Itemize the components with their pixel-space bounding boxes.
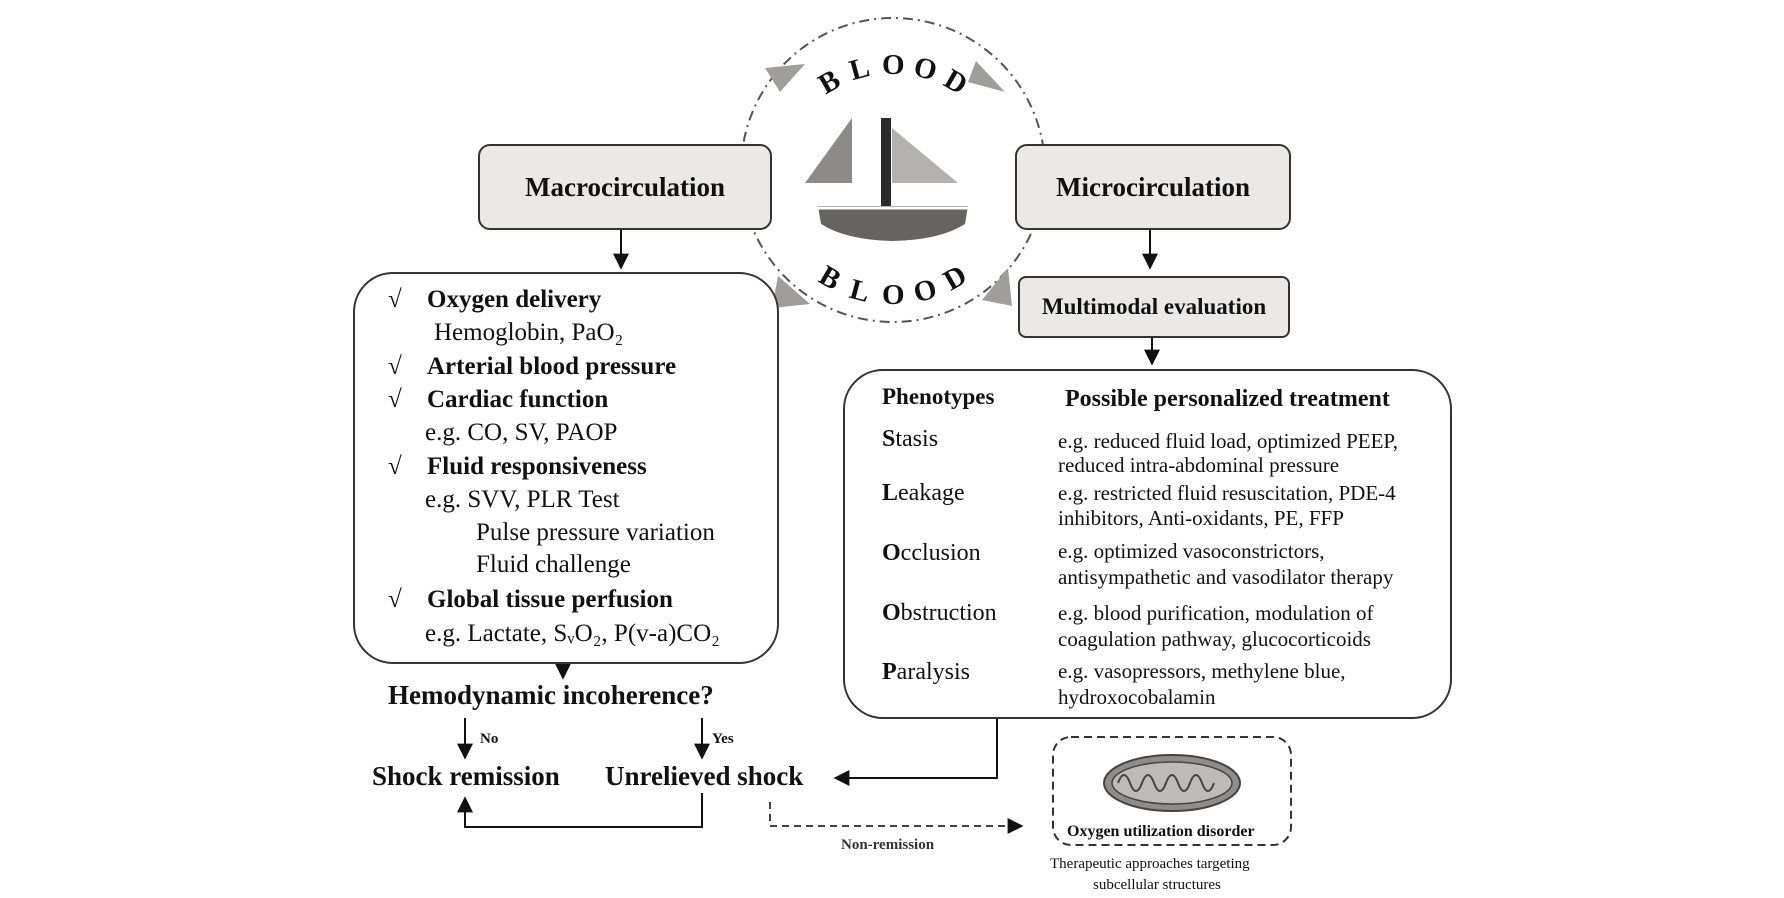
phenotype-initial: O [882,600,901,626]
therapeutic-caption-line-2: subcellular structures [1093,877,1221,893]
phenotype-name: Paralysis [882,660,970,684]
phenotype-initial: L [882,480,899,506]
cycle-arrow-bottom-left [772,276,810,308]
phenotype-initial: P [882,659,897,685]
phenotype-panel [843,369,1452,719]
phenotype-rest: aralysis [896,659,970,685]
phenotype-rest: bstruction [900,600,997,626]
phenotype-rest: cclusion [900,540,981,566]
oxygen-utilization-label: Oxygen utilization disorder [1067,823,1255,840]
macro-item-heading: Cardiac function [427,386,609,413]
macro-item-heading: Fluid responsiveness [427,453,647,480]
phenotype-name: Occlusion [882,541,981,565]
phenotype-rest: tasis [895,426,939,452]
phenotype-rest: eakage [898,480,965,506]
macro-item-detail: Fluid challenge [476,551,631,578]
shock-remission-label: Shock remission [372,761,560,791]
boat-icon [805,118,968,241]
multimodal-evaluation-box: Multimodal evaluation [1018,276,1290,338]
microcirculation-header: Microcirculation [1015,144,1291,230]
yes-label: Yes [712,731,734,747]
blood-letter: O [882,49,905,81]
therapeutic-caption-line-1: Therapeutic approaches targeting [1050,856,1250,872]
phenotypes-column-header: Phenotypes [882,384,995,409]
cycle-arrow-top-right [968,61,1005,92]
treatment-line: e.g. vasopressors, methylene blue, [1058,659,1346,683]
cycle-arrow-bottom-right [982,268,1012,306]
check-mark: √ [388,353,402,380]
macro-item-detail: e.g. Lactate, SᵥO₂, P(v-a)CO₂ [425,620,720,647]
mitochondrion-icon [1103,754,1241,812]
macro-item-detail: e.g. CO, SV, PAOP [425,419,618,446]
treatment-line: e.g. blood purification, modulation of [1058,601,1374,625]
macro-item-detail: Pulse pressure variation [476,519,715,546]
mito-box [1052,736,1292,846]
no-label: No [480,731,499,747]
treatment-line: hydroxocobalamin [1058,685,1216,709]
treatment-line: inhibitors, Anti-oxidants, PE, FFP [1058,506,1344,530]
treatment-column-header: Possible personalized treatment [1065,386,1390,412]
macro-item-detail: Hemoglobin, PaO₂ [434,319,624,346]
phenotype-name: Stasis [882,427,938,451]
macrocirculation-header: Macrocirculation [478,144,772,230]
treatment-line: e.g. reduced fluid load, optimized PEEP, [1058,429,1399,453]
macro-item-heading: Arterial blood pressure [427,353,677,380]
treatment-line: coagulation pathway, glucocorticoids [1058,627,1371,651]
check-mark: √ [388,286,402,313]
unrelieved-shock-label: Unrelieved shock [605,761,804,791]
check-mark: √ [388,386,402,413]
phenotype-initial: O [882,540,901,566]
treatment-line: e.g. restricted fluid resuscitation, PDE… [1058,481,1396,505]
treatment-line: reduced intra-abdominal pressure [1058,453,1340,477]
macro-item-detail: e.g. SVV, PLR Test [425,486,620,513]
phenotype-name: Leakage [882,481,965,505]
check-mark: √ [388,453,402,480]
non-remission-label: Non-remission [841,837,935,853]
treatment-line: antisympathetic and vasodilator therapy [1058,565,1394,589]
macro-item-heading: Global tissue perfusion [427,586,673,613]
hemodynamic-incoherence-question: Hemodynamic incoherence? [388,680,714,710]
check-mark: √ [388,586,402,613]
blood-letter: O [882,279,905,311]
treatment-line: e.g. optimized vasoconstrictors, [1058,539,1325,563]
phenotype-name: Obstruction [882,601,997,625]
macro-item-heading: Oxygen delivery [427,286,602,313]
phenotype-initial: S [882,426,896,452]
macro-assessment-panel [353,272,779,664]
cycle-arrow-top-left [765,64,805,92]
